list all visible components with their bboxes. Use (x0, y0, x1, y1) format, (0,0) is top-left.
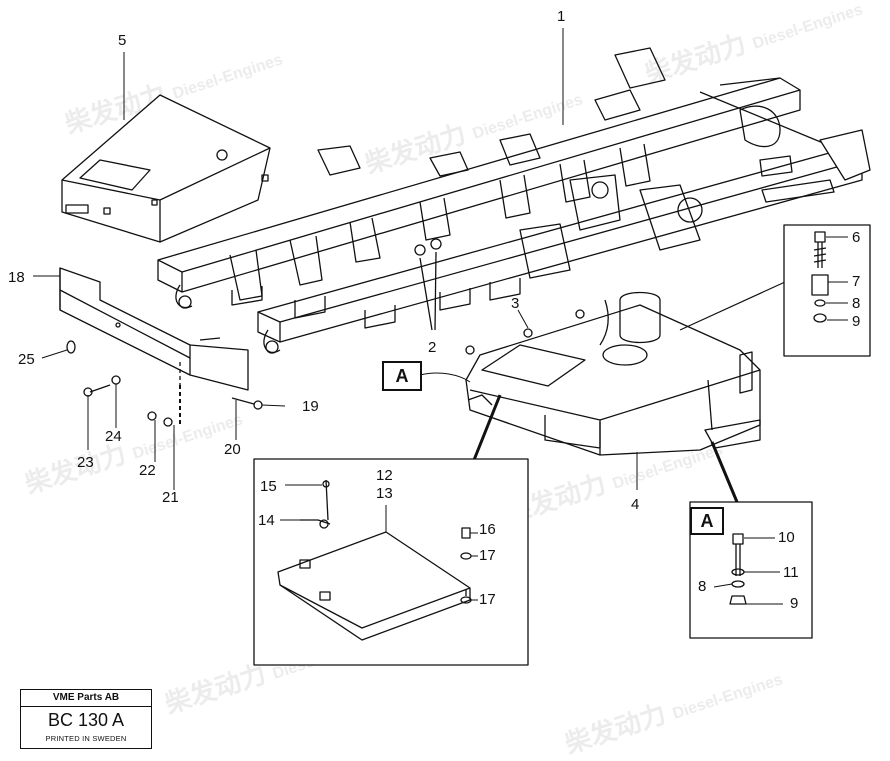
callout-14: 14 (258, 512, 275, 529)
detail-box-right (783, 224, 871, 357)
title-block-divider (21, 706, 151, 707)
bolts-2 (414, 238, 442, 331)
company-name: VME Parts AB (52, 692, 120, 703)
detail-box-cover (253, 458, 529, 666)
callout-17-lower: 17 (479, 591, 496, 608)
callout-4: 4 (631, 496, 640, 513)
callout-10: 10 (778, 529, 795, 546)
callout-25: 25 (18, 351, 35, 368)
callout-21: 21 (162, 489, 179, 506)
callout-8-right: 8 (852, 295, 861, 312)
callout-5: 5 (118, 32, 127, 49)
printed-note: PRINTED IN SWEDEN (45, 734, 127, 743)
tank-cover-5 (61, 94, 271, 243)
callout-17-upper: 17 (479, 547, 496, 564)
callout-12: 12 (376, 467, 393, 484)
callout-3: 3 (511, 295, 520, 312)
detail-label-a-box: A (690, 507, 724, 535)
callout-24: 24 (105, 428, 122, 445)
callout-8-detail: 8 (698, 578, 707, 595)
callout-18: 18 (8, 269, 25, 286)
title-block: VME Parts AB BC 130 A PRINTED IN SWEDEN (20, 689, 152, 749)
callout-7: 7 (852, 273, 861, 290)
callout-20: 20 (224, 441, 241, 458)
callout-22: 22 (139, 462, 156, 479)
bracket-18 (59, 267, 249, 425)
callout-16: 16 (479, 521, 496, 538)
callout-2: 2 (428, 339, 437, 356)
callout-9-detail: 9 (790, 595, 799, 612)
callout-19: 19 (302, 398, 319, 415)
leader-lines (33, 28, 638, 490)
callout-11: 11 (783, 564, 799, 581)
callout-6: 6 (852, 229, 861, 246)
detail-connectors (472, 281, 786, 503)
callout-15: 15 (260, 478, 277, 495)
tank-4 (465, 291, 761, 456)
callout-1: 1 (557, 8, 566, 25)
detail-label-a-main: A (382, 361, 422, 391)
frame-1 (157, 47, 871, 354)
callout-9-right: 9 (852, 313, 861, 330)
drawing-code: BC 130 A (47, 710, 125, 730)
callout-23: 23 (77, 454, 94, 471)
callout-13: 13 (376, 485, 393, 502)
